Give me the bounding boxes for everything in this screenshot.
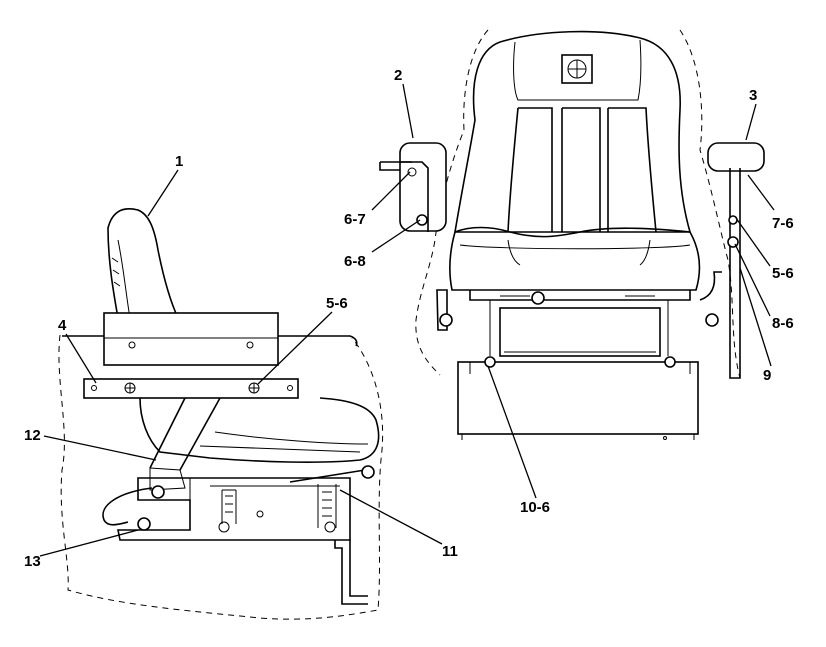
callout-13: 13 (24, 553, 41, 570)
callout-5-6-left: 5-6 (326, 295, 348, 312)
callout-9: 9 (763, 367, 771, 384)
side-view-boundary (58, 334, 384, 620)
callout-11: 11 (442, 543, 458, 560)
callout-3: 3 (749, 87, 757, 104)
suspension-block (499, 307, 661, 357)
callout-6-8: 6-8 (344, 253, 366, 270)
seat-back (454, 30, 692, 233)
callout-2: 2 (394, 67, 402, 84)
seat-belt (149, 397, 221, 471)
leader-lines (39, 83, 775, 557)
support-pipe (334, 540, 368, 605)
callout-7-6: 7-6 (772, 215, 794, 232)
left-armrest (399, 142, 447, 232)
seat-cushion (139, 397, 380, 463)
adjust-lever (289, 469, 366, 483)
right-armrest (707, 142, 765, 172)
side-view (58, 208, 384, 620)
callout-8-6: 8-6 (772, 315, 794, 332)
right-armrest-bracket (729, 168, 741, 379)
seat-cushion-front (449, 226, 701, 291)
suspension-base (117, 477, 351, 541)
callout-6-7: 6-7 (344, 211, 366, 228)
left-armrest-bracket (380, 161, 429, 232)
armrest-bar (83, 378, 299, 399)
callout-12: 12 (24, 427, 41, 444)
callout-labels: 1 2 3 4 5-6 6-7 6-8 7-6 5-6 8-6 9 10-6 1… (24, 67, 794, 570)
seat-back-cushion (107, 208, 180, 319)
front-view-boundary (415, 29, 741, 379)
callout-5-6-right: 5-6 (772, 265, 794, 282)
callout-4: 4 (58, 317, 67, 334)
cable (102, 487, 153, 526)
front-view (379, 29, 765, 440)
base-box (457, 361, 699, 435)
callout-10-6: 10-6 (520, 499, 550, 516)
callout-1: 1 (175, 153, 183, 170)
armrest-bracket-box (103, 312, 279, 366)
